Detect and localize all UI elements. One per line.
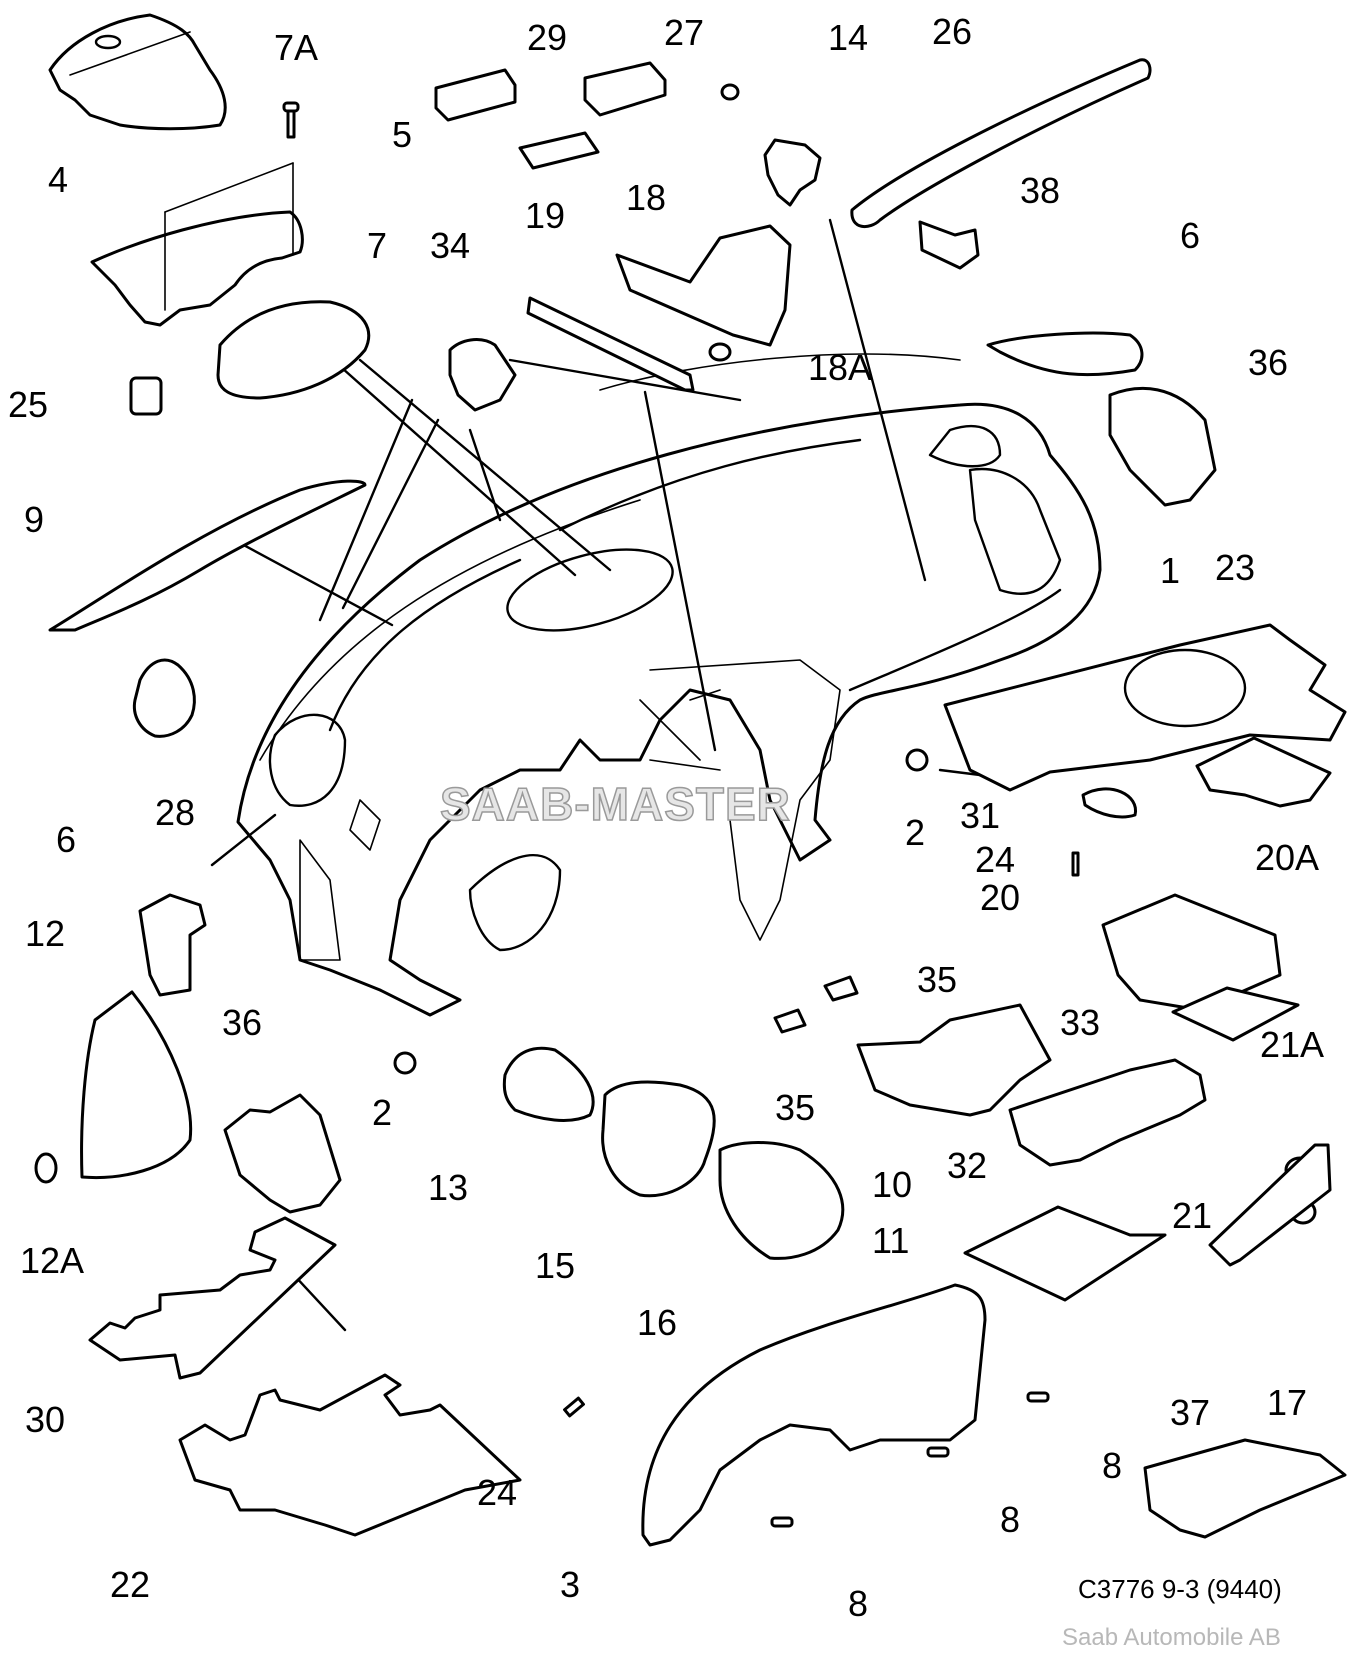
callout-12: 12 <box>25 913 65 954</box>
callout-22: 22 <box>110 1564 150 1605</box>
part-33-mat <box>1171 986 1300 1042</box>
callout-20: 20 <box>980 877 1020 918</box>
callout-8-lower: 8 <box>848 1583 868 1624</box>
callout-10: 10 <box>872 1164 912 1205</box>
part-4-bracket <box>90 162 304 327</box>
callout-20A: 20A <box>1255 837 1319 878</box>
part-5-screw <box>282 101 300 139</box>
callout-18: 18 <box>626 177 666 218</box>
callout-2-lower: 2 <box>372 1092 392 1133</box>
callout-33: 33 <box>1060 1002 1100 1043</box>
part-13-switch-cover <box>502 1046 595 1122</box>
callout-1: 1 <box>1160 550 1180 591</box>
callout-8-upper: 8 <box>1102 1445 1122 1486</box>
callout-14: 14 <box>828 17 868 58</box>
part-18-air-duct <box>615 224 792 362</box>
callout-24-lower: 24 <box>477 1472 517 1513</box>
callout-11: 11 <box>872 1220 909 1261</box>
callout-35-lower: 35 <box>775 1087 815 1128</box>
part-27-clip <box>720 83 740 101</box>
callout-16: 16 <box>637 1302 677 1343</box>
callout-13: 13 <box>428 1167 468 1208</box>
part-19-trim-strip <box>526 296 695 392</box>
part-36-vent-left <box>223 1093 342 1214</box>
callout-4: 4 <box>48 159 68 200</box>
part-7-oval-cover <box>216 300 371 400</box>
callout-12A: 12A <box>20 1240 84 1281</box>
callout-6-left: 6 <box>56 819 76 860</box>
part-23-console-panel <box>943 623 1347 792</box>
part-20A-tray <box>1195 736 1332 808</box>
part-3-cluster-surround <box>641 1283 987 1547</box>
part-26-bar <box>850 58 1152 229</box>
part-10-lower-panel <box>856 1003 1052 1117</box>
callout-21: 21 <box>1172 1195 1212 1236</box>
callout-3: 3 <box>560 1564 580 1605</box>
part-2-nut-upper <box>905 748 929 772</box>
callout-7: 7 <box>367 225 387 266</box>
callout-36-right: 36 <box>1248 342 1288 383</box>
part-29-pads <box>434 61 667 170</box>
callout-37: 37 <box>1170 1392 1210 1433</box>
callout-28: 28 <box>155 792 195 833</box>
part-9-defroster-strip <box>48 479 367 632</box>
part-22-under-panel <box>178 1373 522 1537</box>
part-32-glovebox-frame <box>1008 1058 1207 1167</box>
part-6-seal-right <box>986 331 1144 377</box>
part-31-trim-clip <box>1081 787 1137 819</box>
part-6-seal-left <box>132 658 196 738</box>
part-12-end-cover <box>80 990 193 1179</box>
callout-6-right: 6 <box>1180 215 1200 256</box>
copyright: Saab Automobile AB <box>1062 1624 1281 1651</box>
callout-35-right: 35 <box>917 959 957 1000</box>
callout-18A: 18A <box>808 347 872 388</box>
part-30-mat <box>88 1216 337 1380</box>
part-24-screw-upper <box>1071 851 1080 877</box>
part-24-screw-lower <box>563 1396 585 1418</box>
callout-2-upper: 2 <box>905 812 925 853</box>
callout-24-upper: 24 <box>975 839 1015 880</box>
part-28-filler <box>138 893 207 997</box>
callout-19: 19 <box>525 195 565 236</box>
part-12A-ring <box>34 1152 58 1184</box>
part-37-center-vent <box>1143 1438 1347 1539</box>
part-8-screws <box>770 1391 1050 1528</box>
callout-32: 32 <box>947 1145 987 1186</box>
watermark: SAAB-MASTER <box>440 778 791 830</box>
callout-25: 25 <box>8 384 48 425</box>
callout-17: 17 <box>1267 1382 1307 1423</box>
callout-26: 26 <box>932 11 972 52</box>
callout-38: 38 <box>1020 170 1060 211</box>
part-25-clip <box>129 376 163 416</box>
callout-29: 29 <box>527 17 567 58</box>
part-35-clips <box>773 975 859 1034</box>
part-7A-cover <box>48 13 227 131</box>
drawing-code: C3776 9-3 (9440) <box>1078 1574 1282 1604</box>
callout-30: 30 <box>25 1399 65 1440</box>
part-36-vent-right <box>1108 386 1217 507</box>
callout-7A: 7A <box>274 27 318 68</box>
callout-5: 5 <box>392 114 412 155</box>
callout-labels: 7A 5 4 7 25 34 29 27 14 26 38 19 18 18A … <box>8 11 1324 1624</box>
callout-15: 15 <box>535 1245 575 1286</box>
part-17-trim <box>1208 1143 1332 1267</box>
part-2-nut-lower <box>393 1051 417 1075</box>
part-34-knob <box>448 338 517 412</box>
callout-8-middle: 8 <box>1000 1499 1020 1540</box>
callout-34: 34 <box>430 225 470 266</box>
callout-27: 27 <box>664 12 704 53</box>
part-14-switch <box>763 138 822 207</box>
callout-9: 9 <box>24 499 44 540</box>
part-11-glovebox-lid <box>963 1205 1167 1302</box>
callout-36-left: 36 <box>222 1002 262 1043</box>
callout-23: 23 <box>1215 547 1255 588</box>
part-15-switch-housing <box>601 1080 716 1198</box>
callout-31: 31 <box>960 795 1000 836</box>
part-38-connector <box>918 220 980 270</box>
part-16-airbag <box>718 1141 845 1260</box>
callout-21A: 21A <box>1260 1024 1324 1065</box>
dashboard-main-part-1 <box>236 353 1102 1017</box>
part-20-storage-box <box>1101 893 1282 1012</box>
